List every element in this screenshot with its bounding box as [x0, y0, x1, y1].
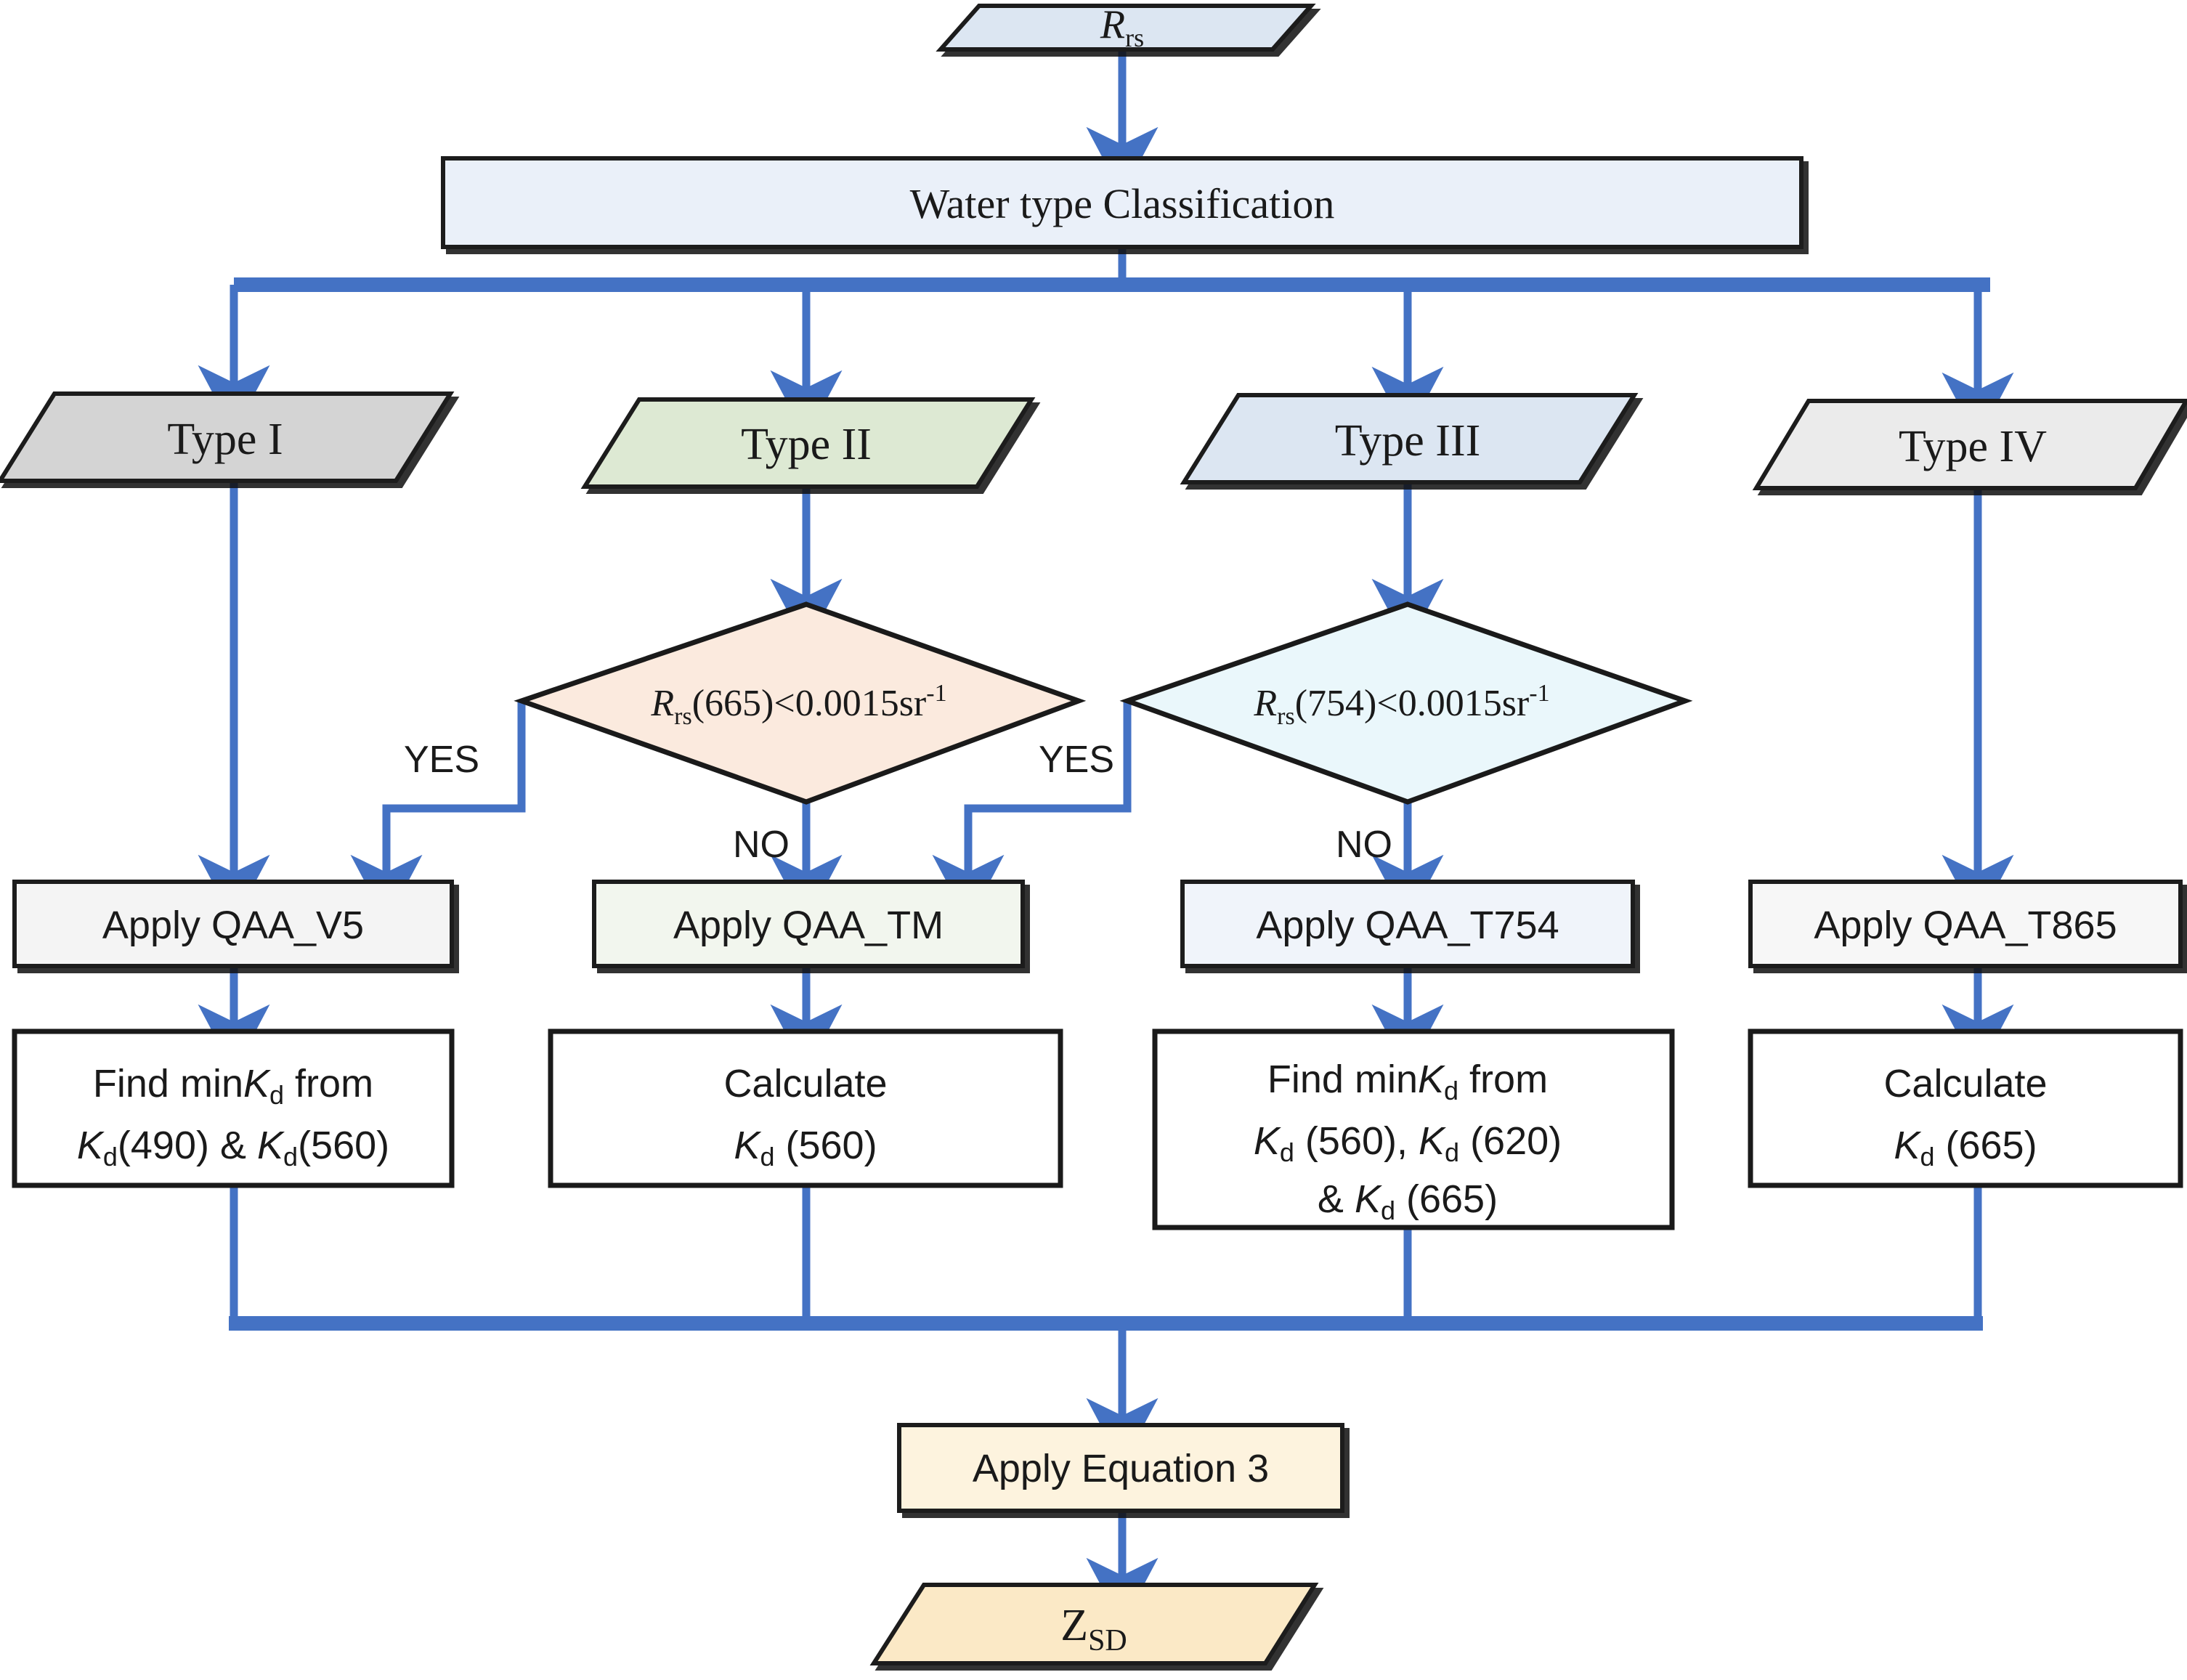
result-1-line-1: Find minKd from	[93, 1062, 373, 1110]
apply-qaa-v5-rect-shape	[12, 880, 454, 968]
result-3-rect-shape	[1152, 1028, 1675, 1230]
decision-665-label: Rrs(665)<0.0015sr-1	[650, 680, 946, 730]
result-4-rect-shape	[1748, 1028, 2183, 1188]
classify-rect-shape	[441, 156, 1803, 249]
zsd-label: ZSD	[1060, 1601, 1127, 1657]
result-2-rect-shape	[548, 1028, 1063, 1188]
node-decision-665[interactable]: Rrs(665)<0.0015sr-1	[514, 601, 1087, 805]
decision-754-diamond-shape	[1119, 601, 1693, 805]
decision-754-label: Rrs(754)<0.0015sr-1	[1253, 680, 1549, 730]
result-3-line-1: Find minKd from	[1267, 1058, 1548, 1105]
apply-qaa-t865-label: Apply QAA_T865	[1814, 904, 2117, 947]
edge-decision665-yes-to-qaa-v5	[350, 701, 526, 923]
node-apply-qaa-t865[interactable]: Apply QAA_T865	[1748, 880, 2183, 968]
zsd-parallelogram-shape	[869, 1583, 1319, 1665]
node-apply-qaa-t754[interactable]: Apply QAA_T754	[1180, 880, 1635, 968]
classify-label: Water type Classification	[910, 180, 1335, 227]
node-result-4[interactable]: Calculate Kd (665)	[1748, 1028, 2183, 1188]
node-rrs[interactable]: Rrs	[936, 2, 1316, 52]
rrs-label: Rrs	[1100, 2, 1144, 52]
connectors	[198, 51, 2014, 1626]
node-water-type-classification[interactable]: Water type Classification	[441, 156, 1803, 249]
node-type-3[interactable]: Type III	[1180, 393, 1639, 484]
result-4-line-2: Kd (665)	[1894, 1124, 2037, 1172]
node-apply-qaa-tm[interactable]: Apply QAA_TM	[592, 880, 1025, 968]
rrs-parallelogram-shape	[936, 4, 1316, 52]
type-1-parallelogram-shape	[0, 391, 455, 483]
result-4-line-1: Calculate	[1883, 1062, 2047, 1105]
node-result-2[interactable]: Calculate Kd (560)	[548, 1028, 1063, 1188]
result-1-line-2: Kd(490) & Kd(560)	[77, 1124, 389, 1172]
node-apply-equation-3[interactable]: Apply Equation 3	[897, 1423, 1344, 1513]
result-3-line-2: Kd (560), Kd (620)	[1254, 1119, 1562, 1167]
result-1-rect-shape	[12, 1028, 455, 1188]
node-result-3[interactable]: Find minKd from Kd (560), Kd (620) & Kd …	[1152, 1028, 1675, 1230]
apply-qaa-tm-label: Apply QAA_TM	[673, 904, 944, 947]
type-4-parallelogram-shape	[1752, 399, 2187, 490]
type-3-parallelogram-shape	[1180, 393, 1639, 484]
apply-qaa-tm-rect-shape	[592, 880, 1025, 968]
apply-equation-3-rect-shape	[897, 1423, 1344, 1513]
node-type-2[interactable]: Type II	[580, 397, 1036, 489]
result-2-line-2: Kd (560)	[734, 1124, 877, 1172]
type-4-label: Type IV	[1899, 422, 2047, 471]
decision-665-diamond-shape	[514, 601, 1087, 805]
node-zsd[interactable]: ZSD	[869, 1583, 1319, 1665]
result-3-line-3: & Kd (665)	[1318, 1177, 1498, 1225]
branch-label-yes-2: YES	[1039, 739, 1114, 781]
type-2-parallelogram-shape	[580, 397, 1036, 489]
branch-label-no-2: NO	[1336, 824, 1392, 866]
node-apply-qaa-v5[interactable]: Apply QAA_V5	[12, 880, 454, 968]
apply-qaa-t865-rect-shape	[1748, 880, 2183, 968]
node-decision-754[interactable]: Rrs(754)<0.0015sr-1	[1119, 601, 1693, 805]
type-3-label: Type III	[1335, 416, 1481, 466]
node-type-1[interactable]: Type I	[0, 391, 455, 483]
edge-decision754-yes-to-qaa-tm	[932, 701, 1132, 923]
type-2-label: Type II	[741, 420, 872, 469]
branch-label-yes-1: YES	[404, 739, 479, 781]
node-result-1[interactable]: Find minKd from Kd(490) & Kd(560)	[12, 1028, 455, 1188]
branch-label-no-1: NO	[733, 824, 790, 866]
apply-equation-3-label: Apply Equation 3	[973, 1447, 1269, 1490]
apply-qaa-t754-rect-shape	[1180, 880, 1635, 968]
type-1-label: Type I	[167, 415, 283, 464]
apply-qaa-t754-label: Apply QAA_T754	[1256, 904, 1559, 947]
apply-qaa-v5-label: Apply QAA_V5	[102, 904, 364, 947]
node-type-4[interactable]: Type IV	[1752, 399, 2187, 490]
result-2-line-1: Calculate	[723, 1062, 887, 1105]
